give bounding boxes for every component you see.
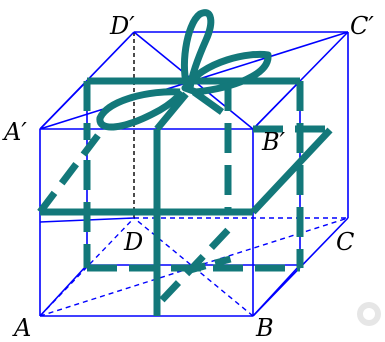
bow-top-loop [180, 9, 215, 90]
watermark-logo [357, 302, 381, 326]
ribbon-front-dash [37, 127, 105, 215]
bow-right-loop [181, 50, 272, 96]
inner-diag-bl [39, 264, 88, 317]
ribbon [37, 9, 333, 316]
ribbon-right-band [250, 127, 333, 215]
label-b1: B′ [261, 128, 286, 156]
label-d1: D′ [109, 12, 135, 40]
label-b: B [255, 314, 274, 342]
label-c: C [336, 228, 354, 256]
inner-diag-left [39, 80, 88, 130]
label-d: D [123, 228, 143, 256]
inner-diag-right [252, 80, 301, 130]
label-a1: A′ [2, 118, 27, 146]
bow-left-loop [96, 88, 185, 131]
ribbon-diag-dash-2 [189, 254, 235, 274]
bow-tail-right [191, 89, 225, 115]
ribbon-diag-dash [159, 227, 231, 303]
label-c1: C′ [350, 12, 374, 40]
bow-tail-down [154, 91, 189, 132]
inner-diag-br [252, 264, 301, 317]
label-a: A [12, 314, 31, 342]
